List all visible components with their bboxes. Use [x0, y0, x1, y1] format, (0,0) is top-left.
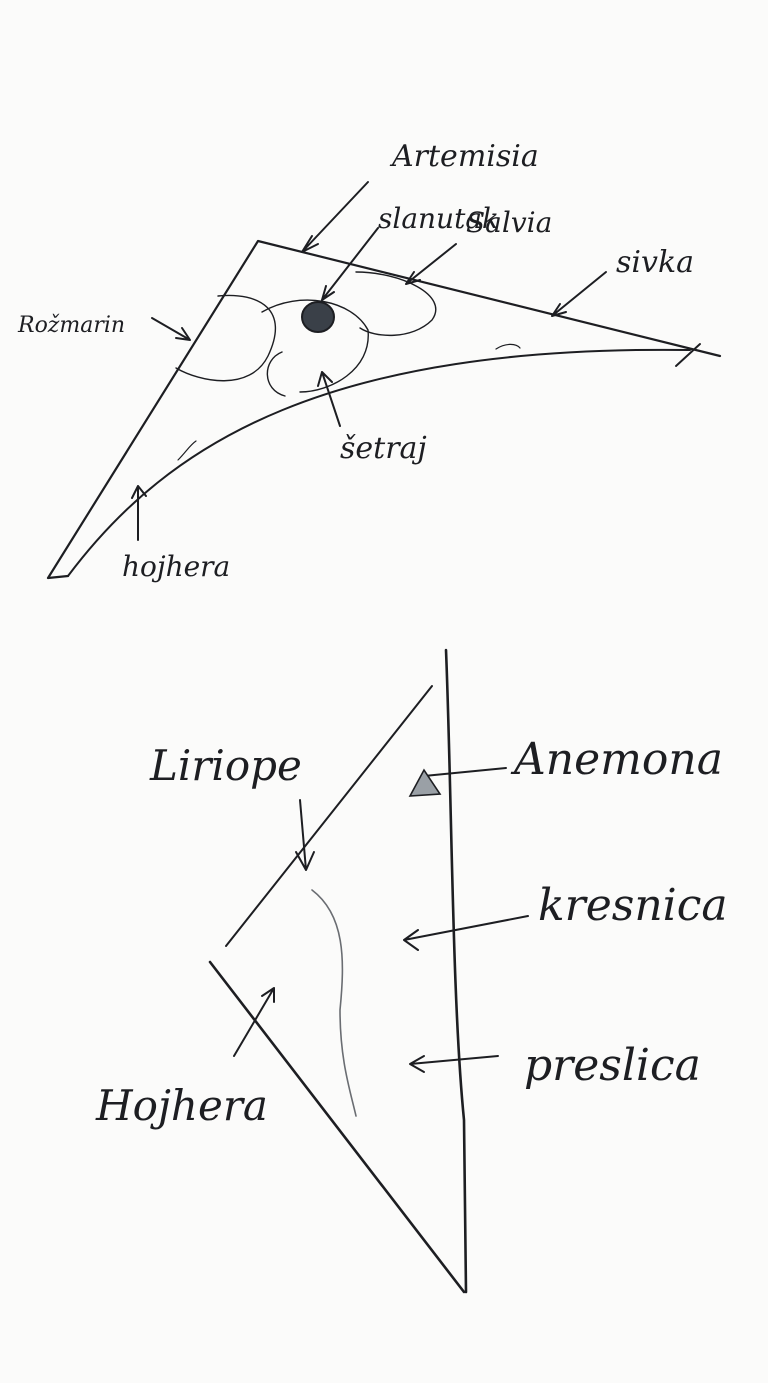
top-bed-inner-curve [67, 348, 691, 577]
salvia-zone [355, 271, 437, 336]
anemona-arrow [423, 767, 507, 777]
label-liriope: Liriope [149, 741, 302, 790]
bottom-bed-left-edge [208, 960, 466, 1294]
label-slanutak: slanutak [378, 202, 499, 235]
kresnica-arrow [403, 915, 529, 951]
inner-divider-line [311, 889, 357, 1117]
bottom-bed-diagram: Liriope Anemona kresnica preslica Hojher… [95, 648, 728, 1294]
slanutak-zone [261, 299, 369, 393]
label-rosmarin: Rožmarin [17, 313, 125, 338]
liriope-line [225, 685, 433, 947]
rosmarin-zone [175, 294, 277, 382]
label-salvia: Salvia [466, 206, 552, 239]
rosmarin-arrow [151, 317, 191, 341]
label-sivka: sivka [616, 245, 694, 280]
bottom-bed-right-edge [444, 648, 468, 1294]
hojhera-arrow-top [131, 485, 147, 541]
label-kresnica: kresnica [538, 880, 728, 931]
label-preslica: preslica [524, 1040, 701, 1091]
liriope-arrow [295, 799, 315, 871]
sivka-arrow [551, 271, 607, 317]
anemona-arrowhead [408, 768, 442, 797]
hojhera-arrow-bottom [233, 987, 275, 1057]
salvia-arrow [405, 243, 457, 285]
artemisia-arrow [301, 181, 369, 253]
slanutak-marker [301, 301, 335, 333]
setraj-zone [266, 351, 286, 397]
preslica-arrow [409, 1055, 499, 1073]
small-mark [495, 343, 521, 350]
label-hojhera-bottom: Hojhera [95, 1081, 268, 1130]
label-hojhera-top: hojhera [122, 550, 230, 583]
top-bed-outline [46, 239, 722, 580]
label-artemisia: Artemisia [389, 139, 539, 174]
small-mark-2 [177, 440, 197, 461]
label-setraj: šetraj [340, 431, 427, 466]
top-bed-end-tick [675, 343, 701, 367]
top-bed-diagram: Artemisia slanutak Salvia sivka Rožmarin… [17, 139, 722, 583]
setraj-arrow [317, 371, 341, 427]
label-anemona: Anemona [510, 734, 723, 785]
slanutak-arrow [321, 227, 379, 301]
